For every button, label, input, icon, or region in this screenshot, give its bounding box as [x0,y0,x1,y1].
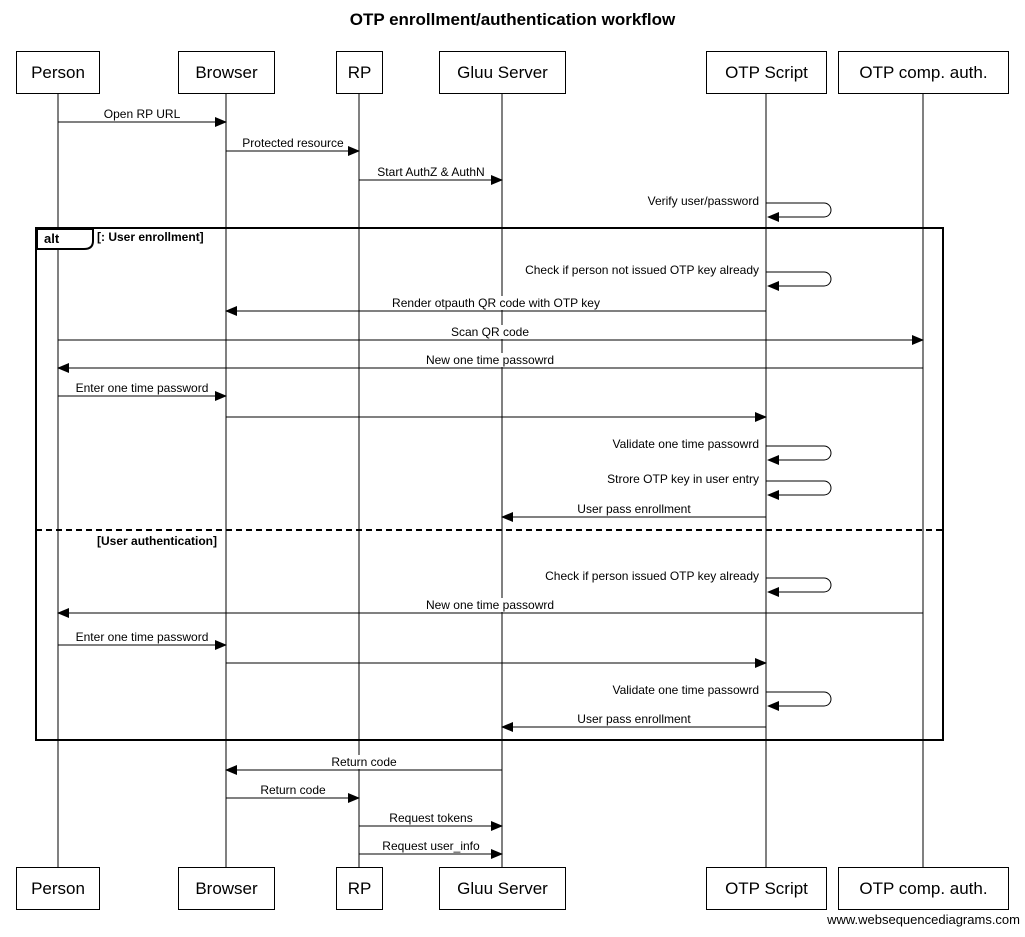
alt-condition-authentication: [User authentication] [97,534,218,548]
websequencediagrams-watermark: www.websequencediagrams.com [827,912,1020,927]
message-label-validate-otp-1: Validate one time passowrd [609,437,762,451]
actor-label: OTP Script [725,62,808,82]
message-label-user-pass-enrollment-1: User pass enrollment [574,502,694,516]
actor-bottom-otp-comp-auth: OTP comp. auth. [838,867,1009,910]
actor-top-browser: Browser [178,51,275,94]
diagram-title: OTP enrollment/authentication workflow [349,10,676,29]
actor-label: Person [31,62,85,82]
message-label-validate-otp-2: Validate one time passowrd [609,683,762,697]
alt-operator-tab [36,228,94,250]
actor-bottom-rp: RP [336,867,383,910]
actor-label: Browser [195,62,258,82]
message-label-enter-otp-2: Enter one time password [72,630,212,644]
actor-bottom-gluu-server: Gluu Server [439,867,566,910]
actor-top-person: Person [16,51,100,94]
actor-top-otp-comp-auth: OTP comp. auth. [838,51,1009,94]
alt-condition-enrollment: [: User enrollment] [97,230,204,244]
actor-label: RP [347,62,372,82]
actor-label: OTP comp. auth. [859,62,988,82]
message-label-check-not-issued: Check if person not issued OTP key alrea… [522,263,762,277]
actor-top-rp: RP [336,51,383,94]
message-arrow-13-self [766,577,832,597]
actor-bottom-person: Person [16,867,100,910]
message-label-return-code-1: Return code [328,755,400,769]
message-label-verify-user-password: Verify user/password [644,194,762,208]
actor-bottom-browser: Browser [178,867,275,910]
message-label-start-authz-authn: Start AuthZ & AuthN [374,165,488,179]
message-arrow-10-self [766,445,832,465]
message-label-check-issued: Check if person issued OTP key already [542,569,762,583]
actor-label: OTP Script [725,878,808,898]
actor-label: RP [347,878,372,898]
actor-top-otp-script: OTP Script [706,51,827,94]
actor-label: Browser [195,878,258,898]
message-arrow-11-self [766,480,832,500]
actor-label: Gluu Server [457,878,548,898]
alt-frame [35,227,944,741]
message-label-enter-otp-1: Enter one time password [72,381,212,395]
message-arrows [57,117,924,859]
message-label-render-qr: Render otpauth QR code with OTP key [389,296,603,310]
message-arrow-3-self [766,202,832,222]
message-label-open-rp-url: Open RP URL [100,107,184,121]
message-label-user-pass-enrollment-2: User pass enrollment [574,712,694,726]
message-label-store-otp-key: Strore OTP key in user entry [604,472,762,486]
message-arrow-17-self [766,691,832,711]
actor-bottom-otp-script: OTP Script [706,867,827,910]
message-label-new-otp-1: New one time passowrd [422,353,558,367]
actor-top-gluu-server: Gluu Server [439,51,566,94]
message-label-request-user-info: Request user_info [379,839,483,853]
message-label-scan-qr: Scan QR code [447,325,533,339]
actor-label: Person [31,878,85,898]
actor-label: Gluu Server [457,62,548,82]
message-label-return-code-2: Return code [257,783,329,797]
message-label-new-otp-2: New one time passowrd [422,598,558,612]
actor-label: OTP comp. auth. [859,878,988,898]
alt-operator-label: alt [44,231,60,246]
message-arrow-4-self [766,271,832,291]
message-label-protected-resource: Protected resource [239,136,347,150]
message-label-request-tokens: Request tokens [386,811,476,825]
alt-frame-border [35,227,944,741]
